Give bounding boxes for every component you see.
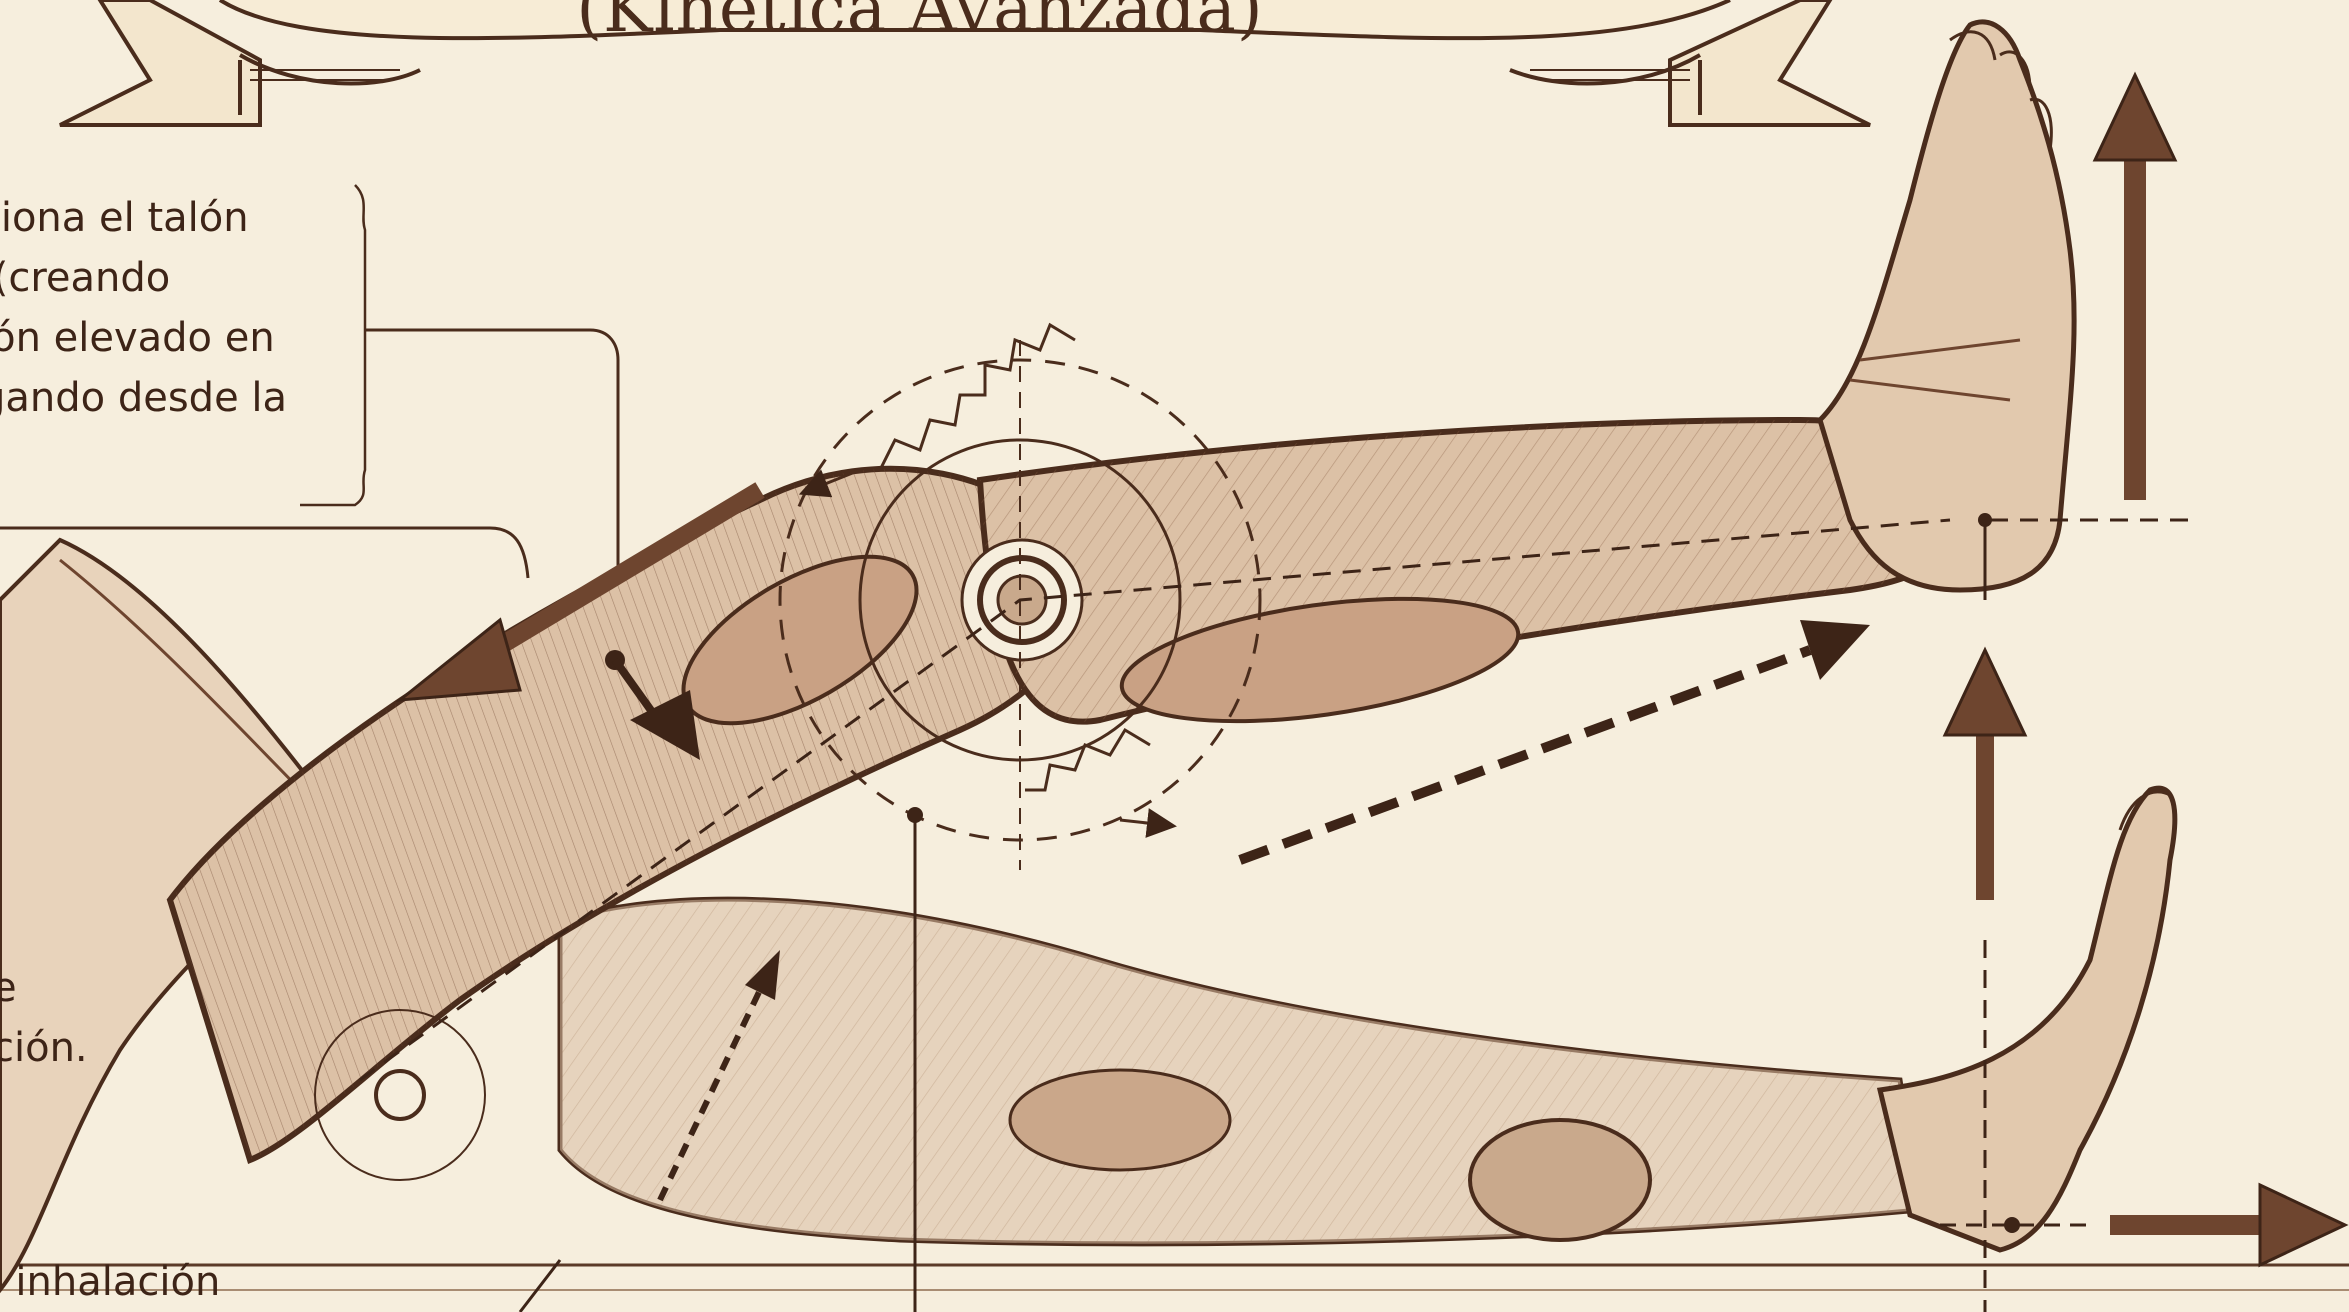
leader-line-bottom — [520, 1260, 560, 1312]
page-title: (Kinética Avanzada) — [540, 0, 1300, 47]
instruction-text-middle: e ción. — [0, 958, 88, 1078]
force-arrow-right-bottom — [2110, 1185, 2345, 1265]
instruction-text-top: siona el talón (creando lón elevado en g… — [0, 188, 287, 428]
upper-foot — [1820, 22, 2074, 590]
force-arrow-up-top — [2095, 75, 2175, 500]
lower-calf-muscle — [1470, 1120, 1650, 1240]
rotation-arrow-bottom — [1120, 820, 1165, 825]
lower-foot — [1880, 788, 2175, 1250]
instruction-text-bottom: , inhalación — [0, 1252, 220, 1312]
leader-dot-center — [907, 807, 923, 823]
lower-thigh-muscle — [1010, 1070, 1230, 1170]
force-arrow-up-middle — [1945, 650, 2025, 900]
